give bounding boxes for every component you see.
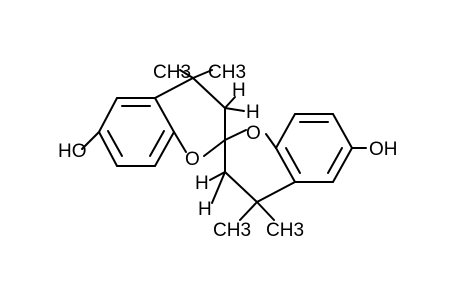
- atom-label-hydroxyl-left: HO: [58, 141, 87, 162]
- right-benzene-ring: [275, 113, 367, 183]
- atom-label-methyl-top-1: CH3: [153, 62, 191, 83]
- atom-label-hydrogen-bottom-1: H: [195, 173, 209, 194]
- right-pyran-ring: [209, 129, 296, 221]
- atom-label-ring-oxygen-lower: O: [185, 149, 200, 170]
- atom-label-hydroxyl-right: OH: [369, 139, 398, 160]
- atom-label-methyl-bottom-1: CH3: [213, 220, 251, 241]
- atom-label-methyl-top-2: CH3: [208, 62, 246, 83]
- left-benzene-ring: [98, 97, 175, 167]
- atom-label-hydrogen-bottom-2: H: [198, 199, 212, 220]
- atom-label-ring-oxygen-upper: O: [246, 123, 261, 144]
- atom-label-hydrogen-top-2: H: [246, 102, 260, 123]
- atom-label-methyl-bottom-2: CH3: [266, 220, 304, 241]
- atom-label-hydrogen-top-1: H: [232, 80, 246, 101]
- left-pyran-ring: [81, 69, 245, 157]
